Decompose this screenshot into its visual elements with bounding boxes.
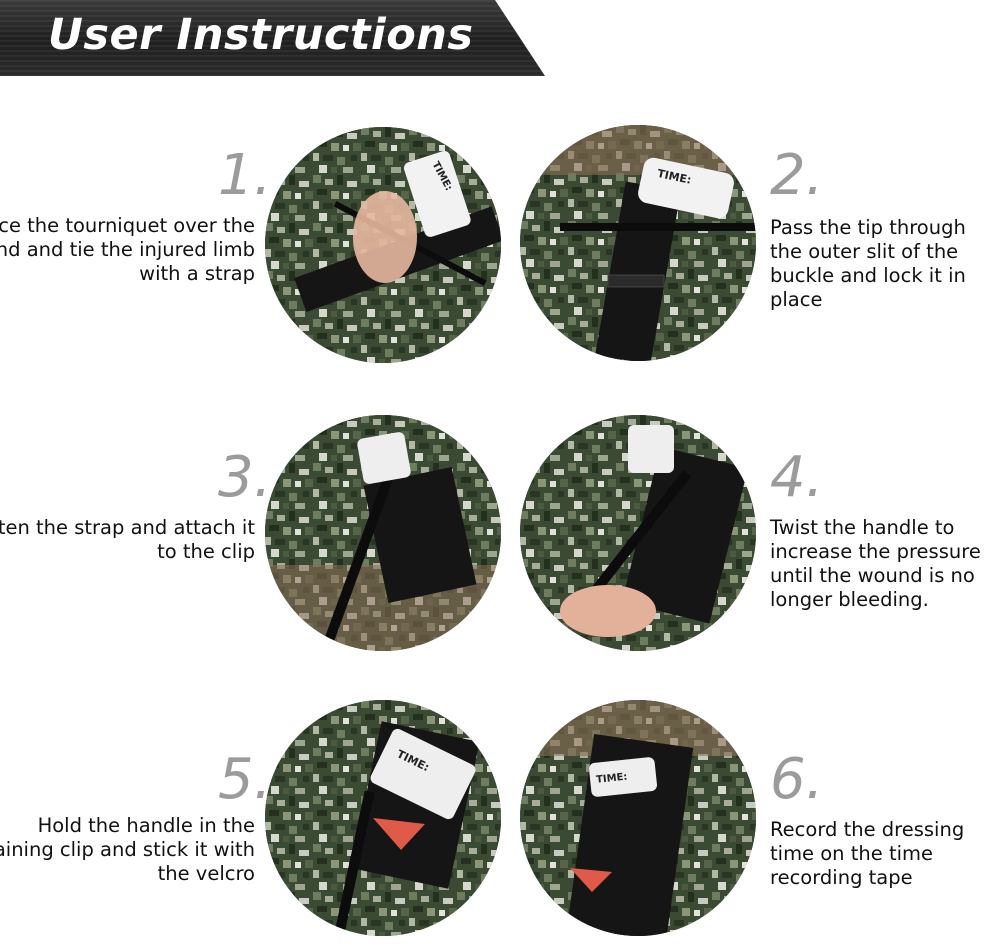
title-banner [0,0,545,76]
step-1-number: 1. [218,143,272,208]
step-2-photo: TIME: [520,125,756,361]
step-2-text: Pass the tip through the outer slit of t… [770,216,966,311]
step-4-number: 4. [770,445,824,510]
step-5-text: Hold the handle in the retaining clip an… [0,814,255,885]
step-2-number: 2. [770,143,824,208]
step-1-text: Place the tourniquet over the wound and … [0,214,255,285]
step-3-number: 3. [218,445,272,510]
page-title: User Instructions [48,10,474,60]
step-5-number: 5. [218,747,272,812]
step-6-time-tag: TIME: [596,772,628,786]
step-6-photo: TIME: [520,700,756,936]
step-3-text: Tighten the strap and attach it to the c… [0,516,255,563]
step-4-photo [520,415,756,651]
step-1-photo: TIME: [265,127,501,363]
step-4-text: Twist the handle to increase the pressur… [770,516,981,611]
step-5-photo: TIME: [265,700,501,936]
step-3-photo [265,415,501,651]
step-6-number: 6. [770,747,824,812]
step-6-text: Record the dressing time on the time rec… [770,818,965,889]
